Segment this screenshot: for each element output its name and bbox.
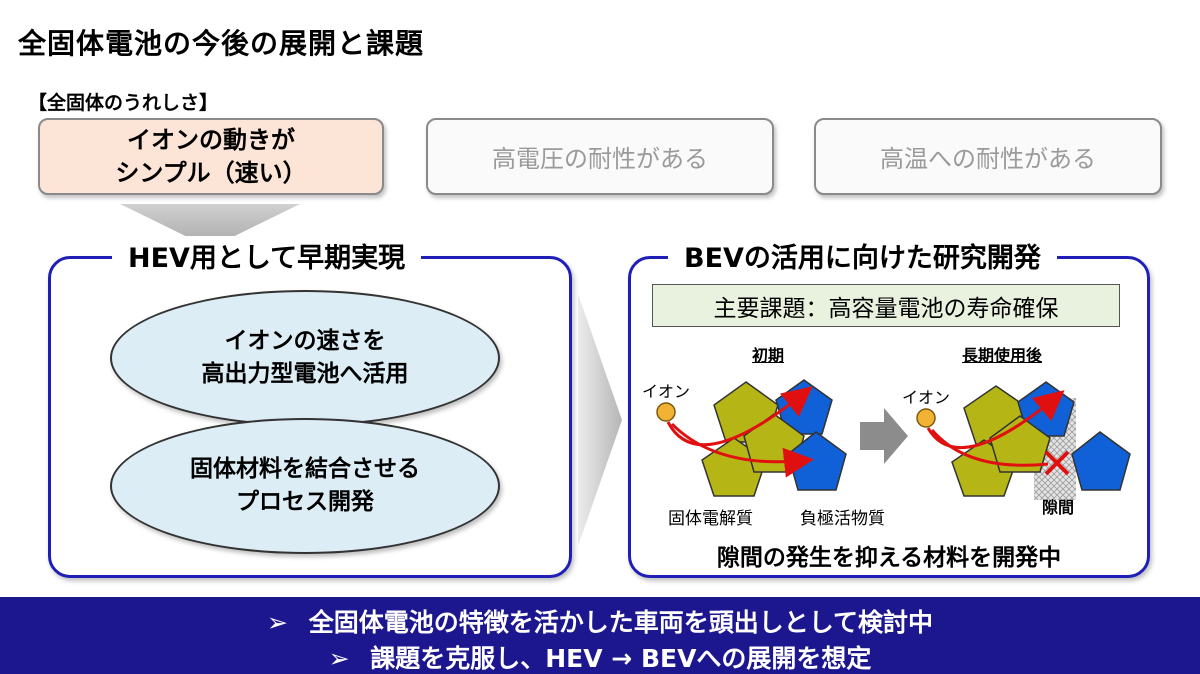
transition-arrow-icon xyxy=(860,408,908,464)
blocked-x-icon xyxy=(1044,450,1070,476)
ion-path-arrow xyxy=(926,390,1065,450)
section-subhead: 【全固体のうれしさ】 xyxy=(28,92,219,114)
conclusion-text: 隙間の発生を抑える材料を開発中 xyxy=(716,545,1062,571)
left-panel-title: HEV用として早期実現 xyxy=(112,236,422,275)
benefit-box-label: 高電圧の耐性がある xyxy=(492,145,708,173)
summary-line-2: 課題を克服し、HEV → BEVへの展開を想定 xyxy=(370,644,872,673)
benefit-box-label: 高温への耐性がある xyxy=(880,145,1096,173)
ion-label-after: イオン xyxy=(902,388,951,407)
right-panel-title: BEVの活用に向けた研究開発 xyxy=(668,236,1057,275)
ion-particle xyxy=(656,402,676,422)
initial-label: 初期 xyxy=(752,346,785,365)
chevron-right-icon xyxy=(578,294,622,546)
anode-particle xyxy=(1071,431,1131,491)
key-issue-text: 主要課題：高容量電池の寿命確保 xyxy=(713,295,1059,322)
electrolyte-particle xyxy=(989,415,1051,473)
key-issue-box: 主要課題：高容量電池の寿命確保 xyxy=(652,284,1120,327)
diagram-particles xyxy=(656,379,1131,500)
ellipse-line2: 高出力型電池へ活用 xyxy=(201,361,409,387)
ion-path-arrow xyxy=(930,429,1049,467)
ion-label-initial: イオン xyxy=(642,382,691,401)
benefit-box-line1: イオンの動きが xyxy=(127,126,295,155)
gap-label: 隙間 xyxy=(1042,498,1075,517)
bullet-icon: ➢ xyxy=(267,608,288,637)
ellipse-line1: イオンの速さを xyxy=(224,327,386,354)
anode-label: 負極活物質 xyxy=(800,509,885,529)
after-use-label: 長期使用後 xyxy=(962,346,1043,365)
electrolyte-label: 固体電解質 xyxy=(668,509,753,529)
ion-particle xyxy=(916,408,936,428)
down-arrow-icon xyxy=(120,204,300,248)
ellipse-line2: プロセス開発 xyxy=(236,489,374,515)
bullet-icon: ➢ xyxy=(328,644,350,673)
benefit-box-high-voltage: 高電圧の耐性がある xyxy=(426,118,774,195)
ellipse-process: 固体材料を結合させる プロセス開発 xyxy=(110,418,500,554)
summary-line-1: 全固体電池の特徴を活かした車両を頭出しとして検討中 xyxy=(308,608,933,637)
page-title: 全固体電池の今後の展開と課題 xyxy=(18,27,425,60)
benefit-box-ion-speed: イオンの動きが シンプル（速い） xyxy=(38,118,384,195)
ion-path-arrow xyxy=(666,386,813,447)
ellipse-line1: 固体材料を結合させる xyxy=(190,455,420,482)
benefit-box-line2: シンプル（速い） xyxy=(115,158,307,187)
bottom-summary-bar: ➢ 全固体電池の特徴を活かした車両を頭出しとして検討中 ➢ 課題を克服し、HEV… xyxy=(0,597,1200,674)
benefit-box-high-temp: 高温への耐性がある xyxy=(814,118,1162,195)
ellipse-ion-speed: イオンの速さを 高出力型電池へ活用 xyxy=(110,290,500,426)
ion-path-arrow xyxy=(670,422,814,478)
